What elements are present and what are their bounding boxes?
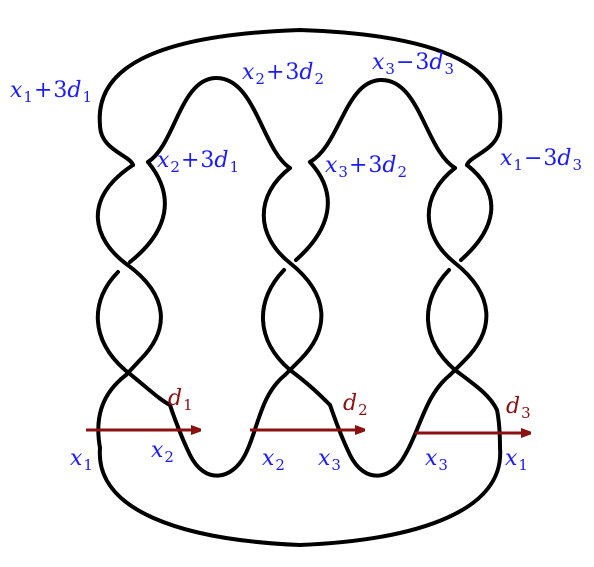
label-bottom-x1-left: x1 <box>70 446 93 474</box>
label-x1-plus-3d1: x1+3d1 <box>10 78 93 106</box>
label-x3-minus-3d3: x3−3d3 <box>372 50 455 78</box>
label-d2: d2 <box>343 391 368 419</box>
label-d1: d1 <box>168 386 193 414</box>
label-d3: d3 <box>506 394 531 422</box>
column-2-strand-b <box>261 160 332 407</box>
column-3-strand-a <box>426 166 489 377</box>
column-3-strand-b <box>426 163 502 450</box>
top-connector-left <box>98 123 135 167</box>
label-x2-plus-3d2: x2+3d2 <box>242 60 325 88</box>
top-bump-1 <box>146 75 292 170</box>
column-1-strand-a <box>95 163 163 377</box>
top-bump-2 <box>308 77 457 170</box>
column-2-strand-c <box>168 373 287 478</box>
column-1-strand-c <box>96 373 128 450</box>
label-bottom-x1-right: x1 <box>505 446 528 474</box>
label-bottom-x2-b: x2 <box>262 446 285 474</box>
column-1-strand-b <box>95 160 172 407</box>
outer-bottom-arc <box>97 446 503 547</box>
column-2-strand-a <box>261 166 324 377</box>
label-x1-minus-3d3: x1−3d3 <box>500 146 583 174</box>
label-x3-plus-3d2: x3+3d2 <box>325 153 408 181</box>
label-bottom-x3-b: x3 <box>425 446 448 474</box>
top-connector-right <box>465 123 502 167</box>
column-3-strand-c <box>328 373 452 478</box>
label-bottom-x2-a: x2 <box>151 438 174 466</box>
outer-top-arc <box>97 28 503 127</box>
label-x2-plus-3d1: x2+3d1 <box>157 148 240 176</box>
label-bottom-x3-a: x3 <box>318 446 341 474</box>
